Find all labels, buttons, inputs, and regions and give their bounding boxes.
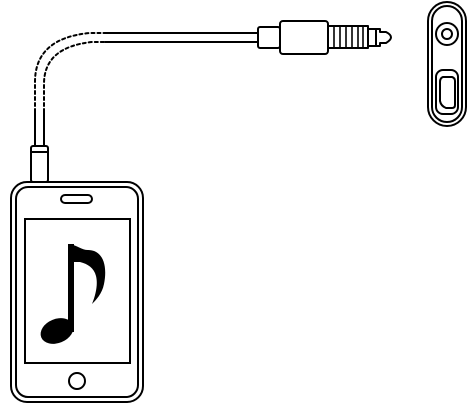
smartphone-icon bbox=[10, 181, 144, 403]
adapter-jack-socket-inner bbox=[441, 28, 453, 40]
plug-body bbox=[279, 20, 329, 55]
music-note-stem bbox=[68, 244, 74, 332]
plug-tip bbox=[367, 28, 392, 47]
adapter-connector-slot-inner bbox=[439, 76, 456, 109]
cable-curve-dashed-outer bbox=[34, 32, 106, 113]
phone-home-button bbox=[68, 372, 86, 390]
phone-plug-stub bbox=[30, 145, 49, 183]
audio-jack-plug-icon bbox=[257, 20, 392, 55]
jack-adapter-icon bbox=[427, 1, 467, 127]
cable-curve-dashed-inner bbox=[43, 41, 106, 113]
phone-screen bbox=[24, 218, 131, 364]
music-note-icon bbox=[40, 244, 106, 344]
plug-strain-relief bbox=[257, 26, 281, 49]
music-note-flag bbox=[70, 244, 106, 304]
music-note-head bbox=[40, 318, 74, 344]
phone-speaker bbox=[60, 194, 93, 204]
headphone-cable bbox=[34, 32, 259, 147]
